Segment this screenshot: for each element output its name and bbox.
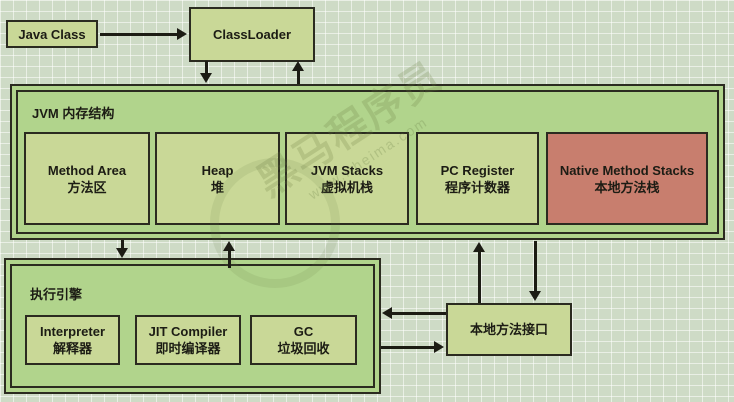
classloader-node: ClassLoader bbox=[189, 7, 315, 62]
arrow-jvm-to-engine-line bbox=[121, 240, 124, 249]
pc-register-label-zh: 程序计数器 bbox=[444, 179, 510, 195]
gc-label-en: GC bbox=[293, 324, 314, 339]
arrow-jvm-to-classloader-head bbox=[292, 61, 304, 71]
arrow-classloader-to-jvm-head bbox=[200, 73, 212, 83]
execution-engine-title: 执行引擎 bbox=[30, 287, 83, 302]
interpreter-label-en: Interpreter bbox=[39, 324, 106, 339]
jvm-area-heap: Heap 堆 bbox=[155, 132, 280, 225]
execution-engine-container: 执行引擎 Interpreter 解释器 JIT Compiler 即时编译器 … bbox=[4, 258, 381, 394]
arrow-jni-to-jvm-head bbox=[473, 242, 485, 252]
arrow-jni-to-jvm-line bbox=[478, 252, 481, 303]
arrow-jvm-to-jni-line bbox=[534, 241, 537, 292]
arrow-jvm-to-engine-head bbox=[116, 248, 128, 258]
heap-label-en: Heap bbox=[201, 162, 234, 178]
java-class-label: Java Class bbox=[18, 26, 86, 42]
native-method-stacks-label-zh: 本地方法栈 bbox=[594, 179, 660, 195]
method-area-label-en: Method Area bbox=[47, 162, 127, 178]
arrow-engine-to-jvm-line bbox=[228, 251, 231, 268]
arrow-engine-to-jvm-head bbox=[223, 241, 235, 251]
arrow-javaclass-to-classloader-line bbox=[100, 33, 178, 36]
arrow-classloader-to-jvm-line bbox=[205, 61, 208, 74]
arrow-jni-to-engine-head bbox=[382, 307, 392, 319]
jit-compiler-label-zh: 即时编译器 bbox=[155, 341, 221, 356]
pc-register-label-en: PC Register bbox=[440, 162, 515, 178]
jvm-area-method-area: Method Area 方法区 bbox=[24, 132, 150, 225]
arrow-jvm-to-jni-head bbox=[529, 291, 541, 301]
jvm-area-pc-register: PC Register 程序计数器 bbox=[416, 132, 539, 225]
interpreter-label-zh: 解释器 bbox=[52, 341, 92, 356]
arrow-engine-to-jni-head bbox=[434, 341, 444, 353]
engine-jit-compiler: JIT Compiler 即时编译器 bbox=[135, 315, 241, 365]
engine-interpreter: Interpreter 解释器 bbox=[25, 315, 120, 365]
jit-compiler-label-en: JIT Compiler bbox=[148, 324, 228, 339]
native-method-interface-label: 本地方法接口 bbox=[469, 322, 548, 337]
classloader-label: ClassLoader bbox=[212, 27, 292, 42]
jvm-area-native-method-stacks: Native Method Stacks 本地方法栈 bbox=[546, 132, 708, 225]
method-area-label-zh: 方法区 bbox=[67, 179, 107, 195]
java-class-node: Java Class bbox=[6, 20, 98, 48]
gc-label-zh: 垃圾回收 bbox=[277, 341, 330, 356]
jvm-stacks-label-en: JVM Stacks bbox=[310, 162, 384, 178]
native-method-stacks-label-en: Native Method Stacks bbox=[559, 162, 695, 178]
arrow-javaclass-to-classloader-head bbox=[177, 28, 187, 40]
engine-gc: GC 垃圾回收 bbox=[250, 315, 357, 365]
heap-label-zh: 堆 bbox=[210, 179, 224, 195]
jvm-area-jvm-stacks: JVM Stacks 虚拟机栈 bbox=[285, 132, 409, 225]
native-method-interface-node: 本地方法接口 bbox=[446, 303, 572, 356]
arrow-jvm-to-classloader-line bbox=[297, 71, 300, 84]
jvm-memory-title: JVM 内存结构 bbox=[32, 106, 115, 121]
arrow-engine-to-jni-line bbox=[381, 346, 435, 349]
arrow-jni-to-engine-line bbox=[392, 312, 446, 315]
jvm-memory-container: JVM 内存结构 Method Area 方法区 Heap 堆 JVM Stac… bbox=[10, 84, 725, 240]
jvm-stacks-label-zh: 虚拟机栈 bbox=[320, 179, 373, 195]
